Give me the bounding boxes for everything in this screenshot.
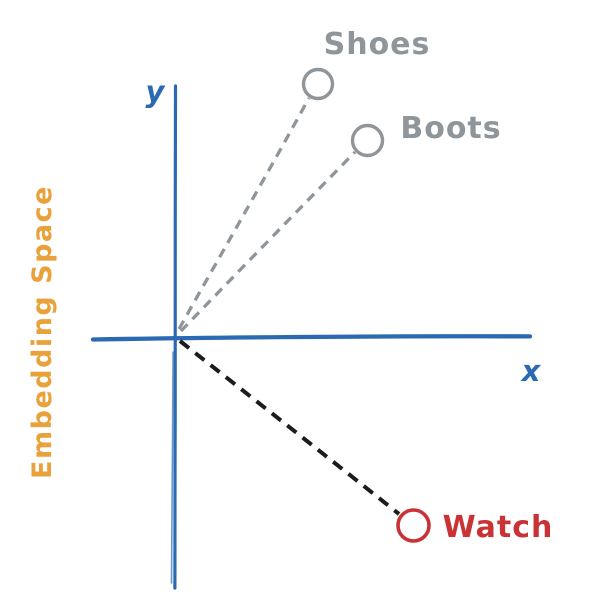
- watch-point-circle: [396, 508, 431, 543]
- x-axis-line: [90, 334, 533, 342]
- watch-dashed-line: [178, 339, 401, 516]
- shoes-point-circle: [301, 67, 335, 101]
- y-axis-secondary-stroke: [170, 351, 174, 584]
- shoes-label: Shoes: [324, 27, 431, 62]
- boots-dashed-line: [179, 150, 357, 333]
- x-axis-label: x: [520, 354, 542, 388]
- y-axis-line: [173, 84, 178, 590]
- boots-point-circle: [350, 123, 385, 158]
- y-axis-label: y: [146, 75, 166, 109]
- shoes-dashed-line: [177, 97, 311, 330]
- embedding-space-title: Embedding Space: [27, 185, 58, 479]
- boots-label: Boots: [400, 111, 501, 146]
- watch-label: Watch: [443, 510, 554, 545]
